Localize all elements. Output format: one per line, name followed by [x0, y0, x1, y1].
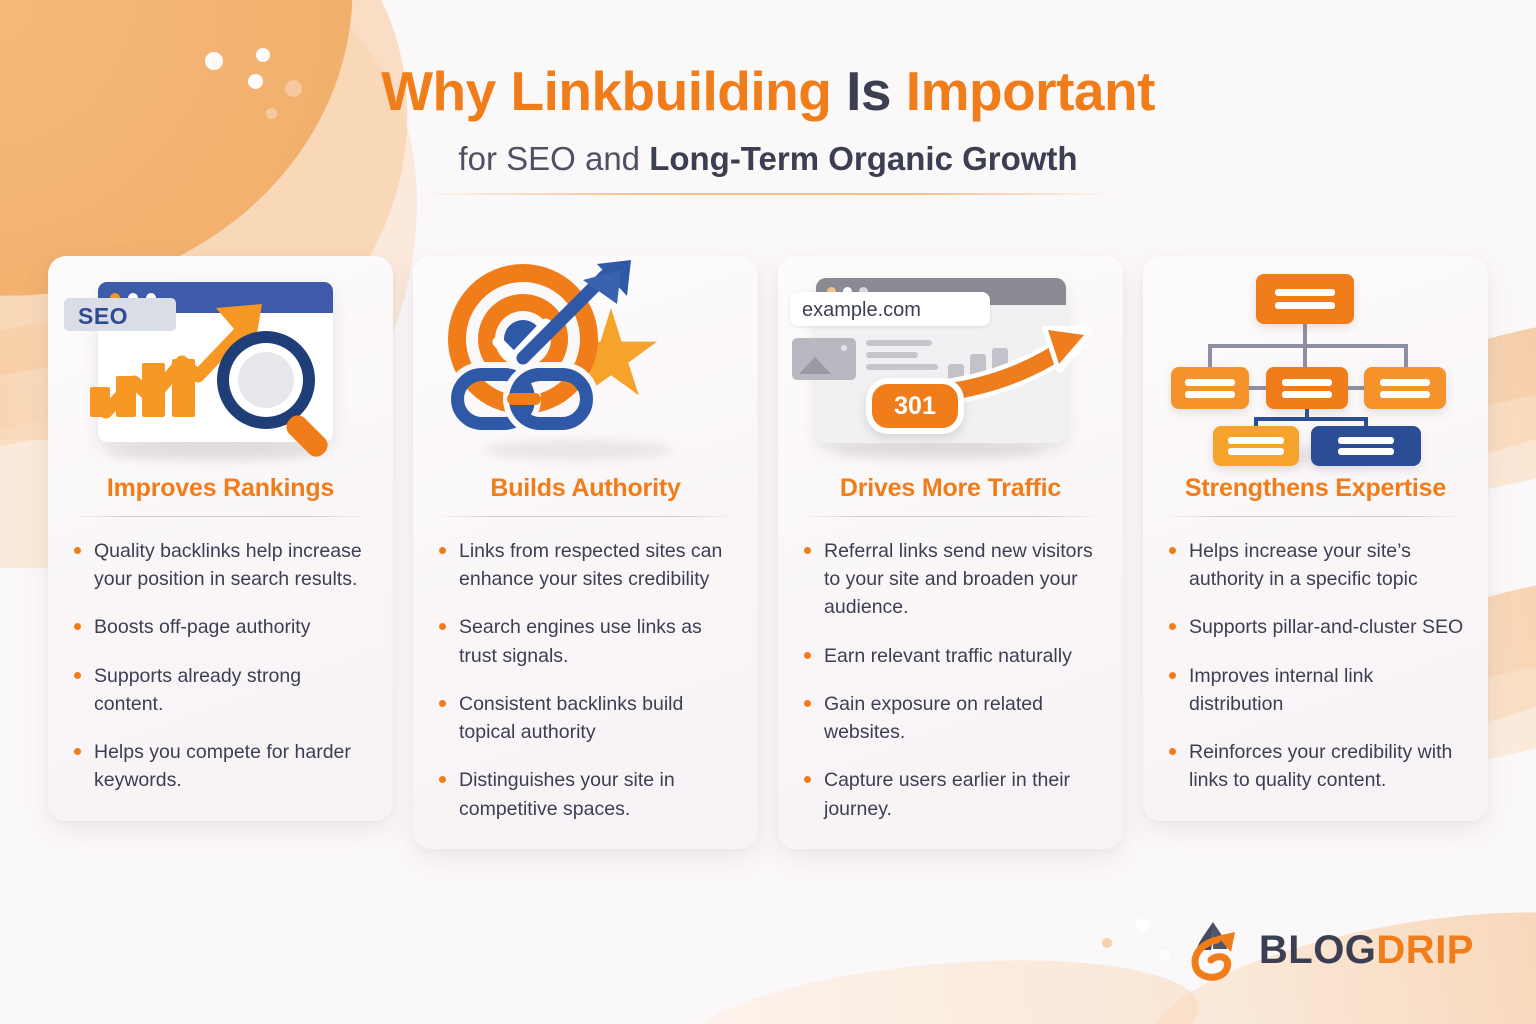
card-divider: [433, 515, 738, 517]
card-improves-rankings: SEO Improves: [48, 256, 393, 821]
chain-connector: [507, 393, 541, 405]
card-builds-authority: Builds Authority Links from respected si…: [413, 256, 758, 849]
text-line-placeholder: [866, 340, 932, 346]
list-item: Supports pillar-and-cluster SEO: [1169, 613, 1466, 641]
card-title: Builds Authority: [490, 474, 681, 502]
tree-node-branch: [1364, 367, 1446, 409]
node-line: [1275, 289, 1335, 296]
tree-node-branch: [1171, 367, 1249, 409]
page-subtitle: for SEO and Long-Term Organic Growth: [0, 139, 1536, 179]
card-bullet-list: Referral links send new visitors to your…: [778, 537, 1123, 823]
status-badge-301: 301: [866, 378, 964, 434]
card-title: Strengthens Expertise: [1184, 474, 1447, 502]
window-dot-close-icon: [827, 287, 836, 296]
page-title-part2: Important: [891, 60, 1156, 122]
tree-connector-lines: [1208, 324, 1408, 426]
list-item: Consistent backlinks build topical autho…: [439, 690, 736, 747]
tree-node-branch: [1266, 367, 1348, 409]
image-placeholder-icon: [792, 338, 856, 380]
list-item: Helps you compete for harder keywords.: [74, 738, 371, 795]
page-title: Why Linkbuilding Is Important: [0, 60, 1536, 122]
text-line-placeholder: [866, 352, 918, 358]
text-line-placeholder: [866, 364, 938, 370]
list-item: Referral links send new visitors to your…: [804, 537, 1101, 622]
decorative-dot: [256, 48, 270, 62]
window-dot-minimize-icon: [843, 287, 852, 296]
card-illustration-redirect-browser: example.com 301: [778, 256, 1123, 468]
brand-name-part2: DRIP: [1376, 928, 1474, 972]
node-line: [1185, 379, 1235, 386]
illustration-shadow: [833, 442, 1043, 460]
node-line: [1275, 302, 1335, 309]
node-line: [1228, 448, 1284, 455]
card-divider: [68, 515, 373, 517]
blogdrip-droplet-icon: [1191, 922, 1235, 981]
list-item: Supports already strong content.: [74, 662, 371, 719]
decorative-dot: [1102, 938, 1112, 948]
list-item: Boosts off-page authority: [74, 613, 371, 641]
node-line: [1338, 448, 1394, 455]
url-text: example.com: [802, 299, 921, 321]
page-title-accent: Is: [846, 60, 892, 122]
header-divider: [418, 192, 1118, 195]
tree-node-leaf-highlighted: [1311, 426, 1421, 466]
card-title: Improves Rankings: [106, 474, 335, 502]
url-bar: [790, 292, 990, 326]
list-item: Gain exposure on related websites.: [804, 690, 1101, 747]
magnifier-icon: [217, 331, 328, 457]
card-illustration-target-chain: [413, 256, 758, 468]
list-item: Distinguishes your site in competitive s…: [439, 766, 736, 823]
seo-search-field: [64, 298, 176, 331]
node-line: [1380, 379, 1430, 386]
dart-arrow-icon: [516, 260, 631, 365]
list-item: Links from respected sites can enhance y…: [439, 537, 736, 594]
decorative-dot: [1136, 918, 1149, 931]
card-divider: [1163, 515, 1468, 517]
card-illustration-site-hierarchy: [1143, 256, 1488, 468]
list-item: Capture users earlier in their journey.: [804, 766, 1101, 823]
card-title: Drives More Traffic: [839, 474, 1062, 502]
footer-brand-logo: BLOGDRIP: [1187, 918, 1474, 982]
list-item: Reinforces your credibility with links t…: [1169, 738, 1466, 795]
node-line: [1282, 391, 1332, 398]
tree-node-root: [1256, 274, 1354, 324]
brand-name-part1: BLOG: [1258, 928, 1377, 972]
list-item: Earn relevant traffic naturally: [804, 642, 1101, 670]
list-item: Improves internal link distribution: [1169, 662, 1466, 719]
card-illustration-seo-browser: SEO: [48, 256, 393, 468]
chain-link-icon: [451, 368, 599, 430]
card-bullet-list: Helps increase your site’s authority in …: [1143, 537, 1488, 795]
node-line: [1185, 391, 1235, 398]
node-line: [1380, 391, 1430, 398]
header: Why Linkbuilding Is Important for SEO an…: [0, 60, 1536, 195]
window-dot-maximize-icon: [859, 287, 868, 296]
list-item: Search engines use links as trust signal…: [439, 613, 736, 670]
list-item: Helps increase your site’s authority in …: [1169, 537, 1466, 594]
card-bullet-list: Links from respected sites can enhance y…: [413, 537, 758, 823]
page-subtitle-strong: Long-Term Organic Growth: [649, 140, 1078, 178]
decorative-dot: [1160, 950, 1170, 960]
card-strengthens-expertise: Strengthens Expertise Helps increase you…: [1143, 256, 1488, 821]
card-bullet-list: Quality backlinks help increase your pos…: [48, 537, 393, 795]
brand-name: BLOGDRIP: [1259, 930, 1474, 970]
card-divider: [798, 515, 1103, 517]
checkmark-icon: [492, 318, 552, 364]
node-line: [1282, 379, 1332, 386]
page-subtitle-normal: for SEO and: [458, 140, 650, 178]
hierarchy-tree: [1161, 274, 1461, 466]
node-line: [1338, 437, 1394, 444]
card-drives-more-traffic: example.com 301 D: [778, 256, 1123, 849]
tree-node-leaf: [1213, 426, 1299, 466]
seo-label: SEO: [78, 303, 129, 329]
list-item: Quality backlinks help increase your pos…: [74, 537, 371, 594]
background-wave-bottom-center: [675, 941, 1205, 1024]
card-grid: SEO Improves: [48, 256, 1488, 849]
node-line: [1228, 437, 1284, 444]
illustration-shadow: [483, 440, 673, 460]
page-title-part1: Why Linkbuilding: [381, 60, 847, 122]
illustration-shadow: [108, 442, 318, 462]
